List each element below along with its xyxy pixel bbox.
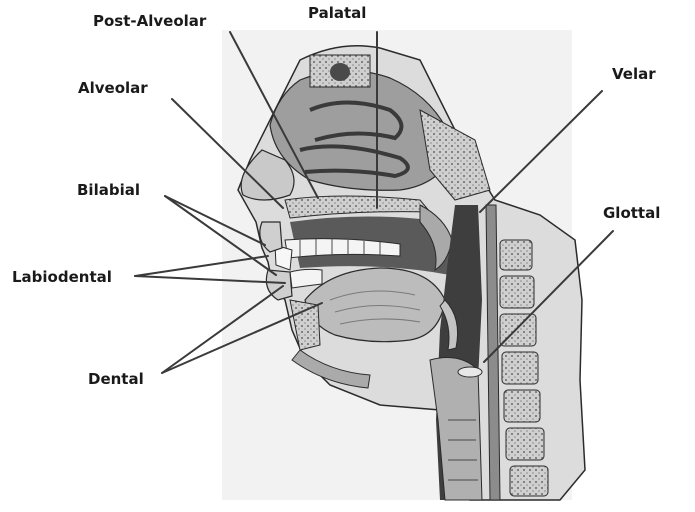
vertebra	[504, 390, 540, 422]
label-velar: Velar	[612, 67, 656, 82]
vertebra	[500, 276, 534, 308]
label-alveolar: Alveolar	[78, 81, 148, 96]
vertebra	[510, 466, 548, 496]
label-labiodental: Labiodental	[12, 270, 112, 285]
label-post-alveolar: Post-Alveolar	[93, 14, 206, 29]
sinus	[330, 63, 350, 81]
vertebra	[500, 240, 532, 270]
label-dental: Dental	[88, 372, 144, 387]
label-glottal: Glottal	[603, 206, 660, 221]
vocal-folds	[458, 367, 482, 377]
label-palatal: Palatal	[308, 6, 366, 21]
vertebra	[506, 428, 544, 460]
label-bilabial: Bilabial	[77, 183, 140, 198]
vertebra	[502, 352, 538, 384]
